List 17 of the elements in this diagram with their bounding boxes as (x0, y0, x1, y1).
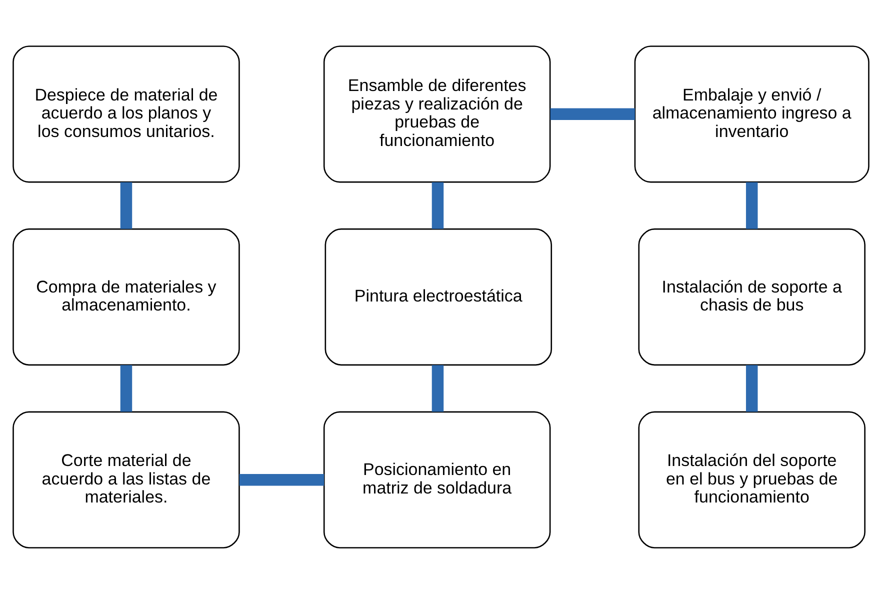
node-box: Instalación del soporte en el bus y pruebas de funcionamiento (638, 411, 866, 548)
connector (746, 365, 758, 412)
node-box: Instalación de soporte a chasis de bus (638, 228, 866, 366)
node-box: Ensamble de diferentes piezas y realización de pruebas de funcionamiento (323, 46, 551, 183)
connector (239, 474, 324, 486)
node-box: Despiece de material de acuerdo a los planos y los consumos unitarios. (12, 46, 240, 183)
connector (120, 182, 132, 229)
node-box: Embalaje y envió / almacenamiento ingreso a inventario (634, 46, 870, 183)
connector (432, 182, 444, 229)
connector (550, 108, 635, 120)
node-box: Compra de materiales y almacenamiento. (12, 228, 240, 366)
node-box: Posicionamiento en matriz de soldadura (323, 411, 551, 548)
node-box: Corte material de acuerdo a las listas de materiales. (12, 411, 240, 548)
node-box: Pintura electroestática (324, 228, 552, 366)
connector (432, 365, 444, 412)
connector (120, 365, 132, 412)
connector (746, 182, 758, 229)
